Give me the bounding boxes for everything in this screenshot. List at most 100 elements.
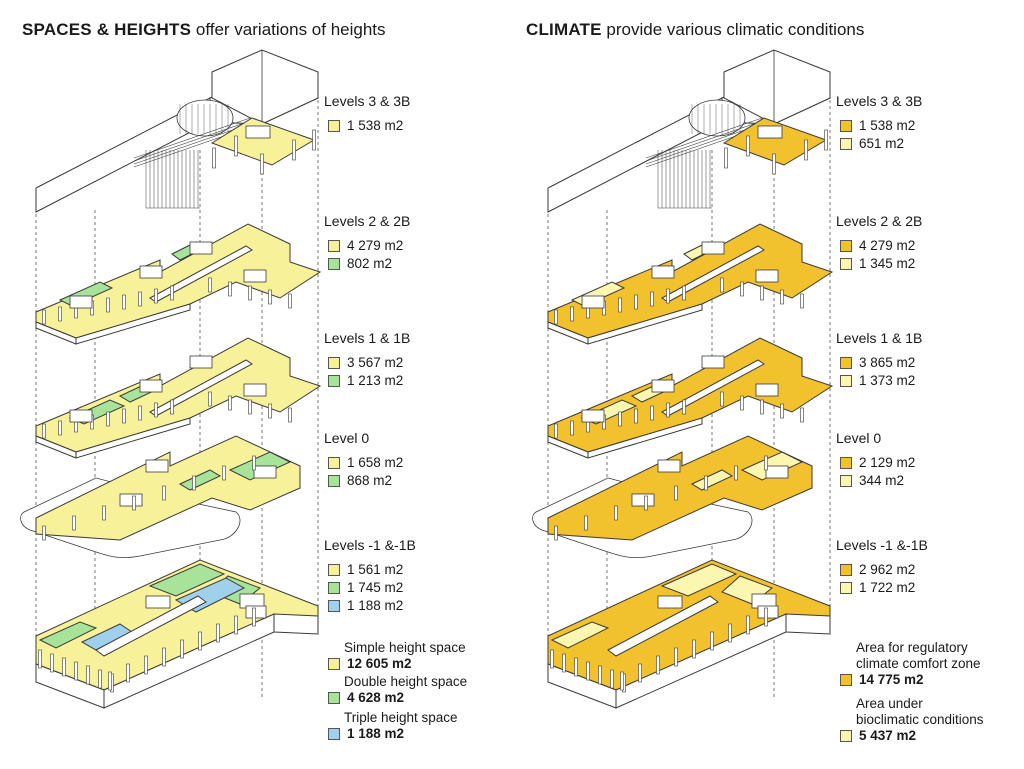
total-row: 4 628 m2 — [328, 690, 404, 705]
area-value: 3 865 m2 — [859, 355, 916, 370]
column — [720, 277, 724, 293]
furniture-block — [755, 383, 779, 397]
dome-roof — [688, 99, 746, 137]
level-title: Level 0 — [836, 430, 882, 446]
floor-area-accent — [148, 563, 226, 597]
floor-area — [547, 223, 834, 339]
area-value: 1 538 m2 — [859, 118, 916, 133]
area-value: 1 345 m2 — [859, 256, 916, 271]
slab-edge — [587, 417, 703, 459]
column — [728, 623, 732, 643]
column — [610, 669, 614, 689]
color-swatch — [328, 374, 340, 387]
area-value: 2 962 m2 — [859, 562, 916, 577]
area-value: 4 279 m2 — [859, 238, 916, 253]
area-row: 1 538 m2 — [328, 118, 403, 133]
furniture-block — [581, 409, 605, 423]
total-row: 5 437 m2 — [840, 728, 916, 743]
drawing-line — [645, 117, 763, 159]
column — [692, 639, 696, 659]
isometric-building-drawing — [532, 49, 834, 709]
column — [824, 129, 828, 151]
area-row: 1 213 m2 — [328, 373, 403, 388]
furniture-block — [651, 265, 675, 279]
column — [42, 309, 46, 325]
column — [162, 647, 166, 667]
column — [252, 455, 256, 471]
ramp — [149, 245, 253, 303]
color-swatch — [840, 456, 852, 469]
column — [562, 653, 566, 673]
column — [234, 135, 238, 157]
color-swatch — [328, 727, 340, 740]
furniture-block — [765, 465, 789, 479]
column — [312, 129, 316, 151]
column — [106, 297, 110, 313]
total-label: Simple height space — [344, 640, 466, 655]
color-swatch — [328, 691, 340, 704]
area-row: 1 722 m2 — [840, 580, 915, 595]
floor-area-accent — [690, 469, 734, 491]
area-value: 802 m2 — [347, 256, 393, 271]
column — [570, 306, 574, 322]
column — [154, 288, 158, 304]
color-swatch — [840, 673, 852, 686]
column — [666, 402, 670, 418]
slab-edge — [273, 613, 319, 635]
area-row: 2 129 m2 — [840, 455, 915, 470]
area-value: 1 538 m2 — [347, 118, 404, 133]
total-label: Area under — [856, 696, 923, 711]
area-row: 1 538 m2 — [840, 118, 915, 133]
column — [98, 669, 102, 689]
panel-title-subtitle: provide various climatic conditions — [606, 20, 865, 39]
area-row: 1 658 m2 — [328, 455, 403, 470]
column — [212, 147, 216, 169]
color-swatch — [328, 581, 340, 594]
column — [720, 391, 724, 407]
drawing-line — [133, 120, 251, 162]
total-label: climate comfort zone — [856, 656, 981, 671]
color-swatch — [840, 257, 852, 270]
color-swatch — [328, 563, 340, 576]
column — [58, 306, 62, 322]
area-row: 4 279 m2 — [840, 238, 915, 253]
color-swatch — [328, 657, 340, 670]
area-value: 344 m2 — [859, 473, 905, 488]
column — [764, 455, 768, 471]
total-row: 14 775 m2 — [840, 672, 924, 687]
column — [618, 411, 622, 427]
area-row: 4 279 m2 — [328, 238, 403, 253]
column — [234, 615, 238, 635]
column — [288, 293, 292, 309]
slab-edge — [587, 303, 703, 345]
ramp — [661, 359, 765, 417]
level-title: Levels -1 &-1B — [324, 537, 416, 553]
column — [208, 277, 212, 293]
column — [248, 285, 252, 301]
total-label: Double height space — [344, 674, 468, 689]
column — [126, 663, 130, 683]
column — [780, 289, 784, 305]
drawing-line — [133, 117, 251, 159]
floor-area-accent — [550, 621, 610, 649]
column — [208, 391, 212, 407]
column — [554, 423, 558, 439]
floor-area — [35, 223, 322, 339]
area-row: 2 962 m2 — [840, 562, 915, 577]
column — [260, 153, 264, 175]
climate-panel: CLIMATE provide various climatic conditi… — [512, 0, 1024, 769]
area-value: 1 213 m2 — [347, 373, 404, 388]
column — [192, 475, 196, 491]
column — [198, 631, 202, 651]
column — [760, 399, 764, 415]
area-value: 4 279 m2 — [347, 238, 404, 253]
column — [122, 294, 126, 310]
furniture-block — [757, 125, 783, 139]
color-swatch — [328, 599, 340, 612]
floor-area — [547, 435, 813, 541]
column — [682, 285, 686, 301]
drawing-line — [133, 123, 251, 165]
panel-title-subtitle: offer variations of heights — [195, 20, 386, 39]
column — [86, 665, 90, 685]
panel-title: SPACES & HEIGHTS offer variations of hei… — [22, 20, 386, 40]
